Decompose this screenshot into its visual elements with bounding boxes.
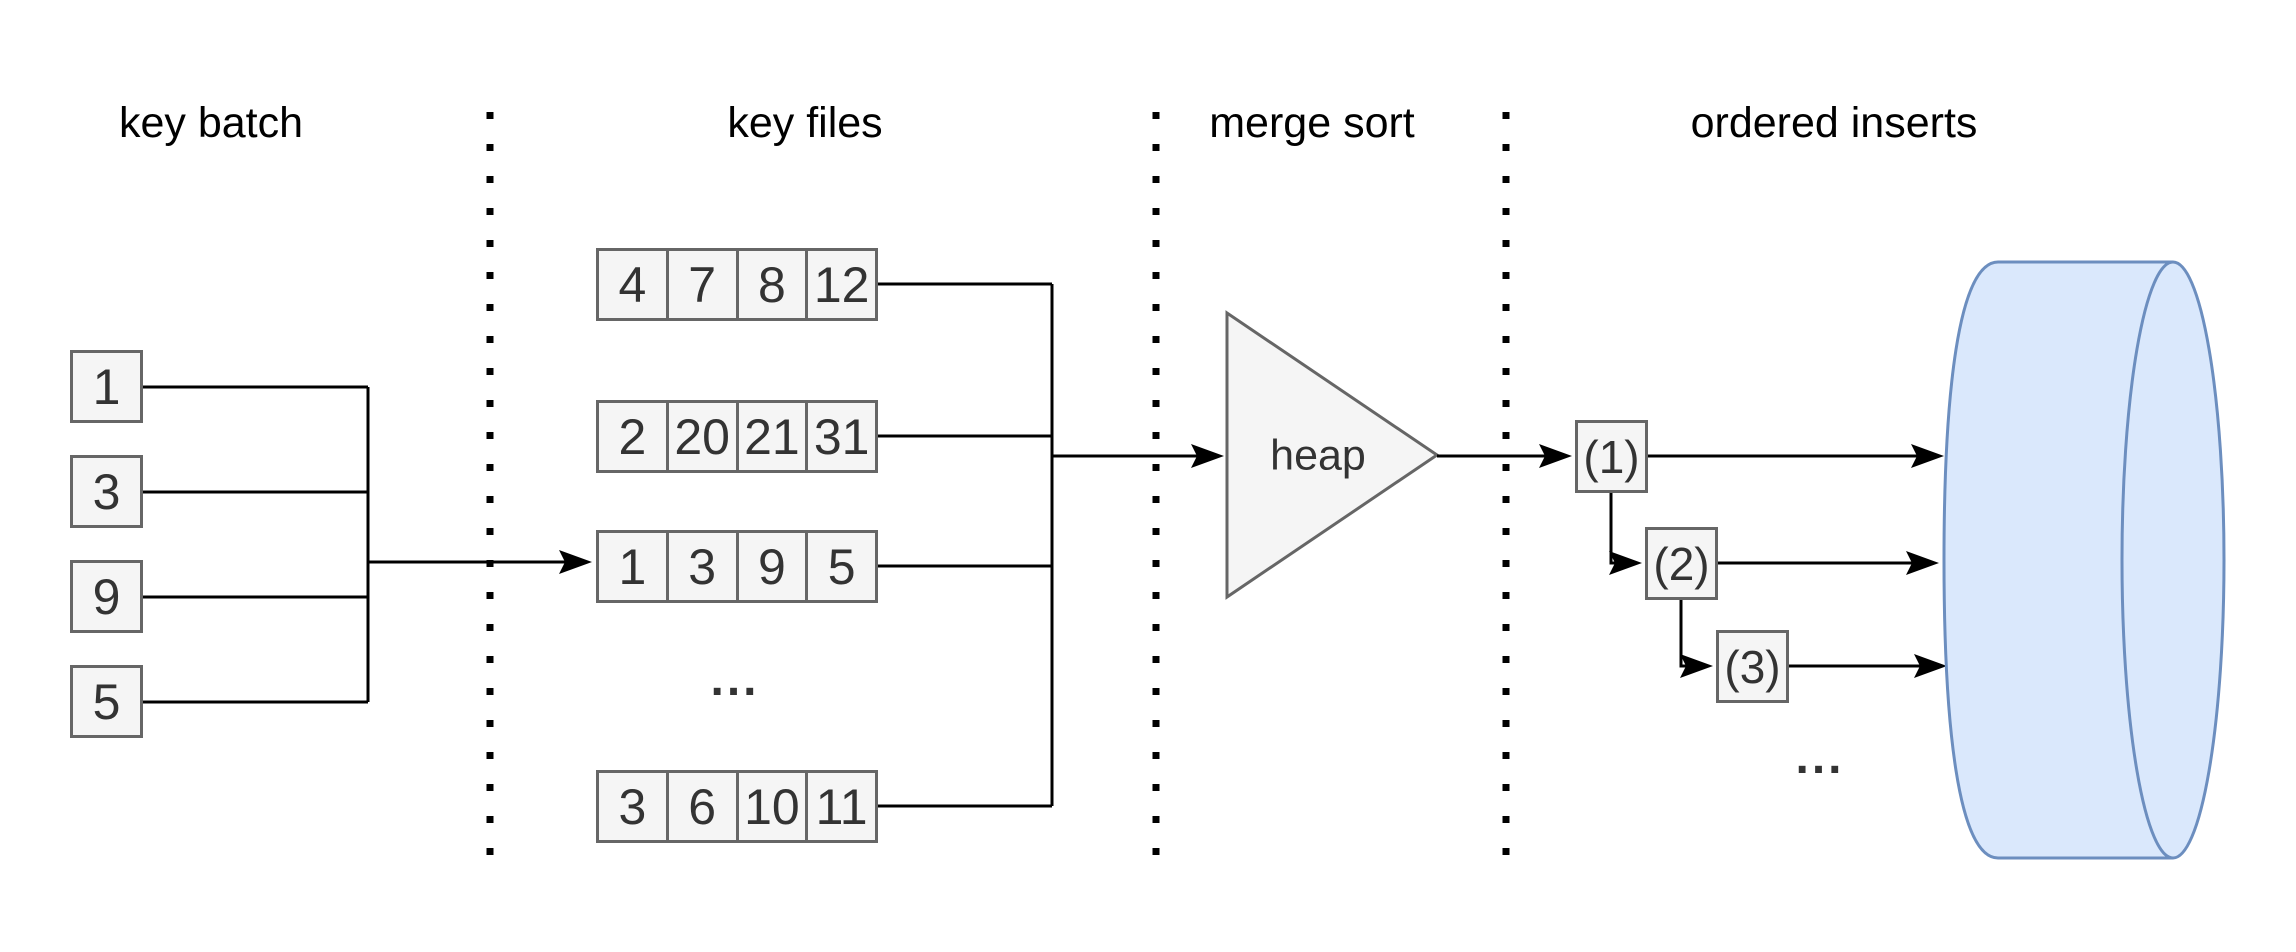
key-batch-box-1: 1: [70, 350, 143, 423]
insert-step-label: (1): [1583, 430, 1640, 483]
key-batch-box-2: 3: [70, 455, 143, 528]
keyfiles-to-heap-arrowhead: [1191, 444, 1224, 468]
ordered-inserts-more-ellipsis: ...: [1795, 731, 1845, 784]
section-title-ordered-inserts: ordered inserts: [1690, 99, 1978, 148]
batch-to-keyfiles-arrowhead: [559, 550, 592, 574]
key-file-cell: 31: [805, 403, 875, 470]
key-file-cell: 3: [665, 533, 736, 600]
key-file-cell: 7: [665, 251, 736, 318]
insert-step-box-3: (3): [1716, 630, 1789, 703]
key-batch-value: 3: [92, 463, 121, 520]
insert2-to-insert3-line: [1679, 600, 1687, 668]
insert2-to-insert3-arrowhead: [1680, 654, 1713, 678]
key-file-cell: 10: [735, 773, 806, 840]
key-file-row-2: 2 20 21 31: [596, 400, 878, 473]
insert1-to-insert2-line: [1609, 493, 1616, 565]
insert1-to-insert2-arrowhead: [1609, 551, 1642, 575]
insert-step-box-1: (1): [1575, 420, 1648, 493]
section-title-merge-sort: merge sort: [1209, 99, 1415, 148]
key-batch-value: 9: [92, 568, 121, 625]
key-file-cell: 3: [618, 778, 647, 835]
insert3-to-db-arrowhead: [1914, 654, 1947, 678]
insert1-to-db-arrowhead: [1911, 444, 1944, 468]
key-batch-value: 1: [92, 358, 121, 415]
key-file-cell: 5: [805, 533, 875, 600]
key-file-cell: 11: [805, 773, 875, 840]
key-file-cell: 4: [618, 256, 647, 313]
insert-step-label: (2): [1653, 537, 1710, 590]
key-file-cell: 12: [805, 251, 875, 318]
key-file-row-4: 3 6 10 11: [596, 770, 878, 843]
insert-step-box-2: (2): [1645, 527, 1718, 600]
key-file-cell: 1: [618, 538, 647, 595]
key-file-row-3: 1 3 9 5: [596, 530, 878, 603]
key-file-cell: 9: [735, 533, 806, 600]
section-title-key-files: key files: [727, 99, 883, 148]
insert-step-label: (3): [1724, 640, 1781, 693]
key-file-cell: 2: [618, 408, 647, 465]
key-file-cell: 8: [735, 251, 806, 318]
key-file-cell: 21: [735, 403, 806, 470]
key-batch-box-4: 5: [70, 665, 143, 738]
database-cylinder-icon: [1942, 260, 2226, 860]
key-batch-box-3: 9: [70, 560, 143, 633]
key-files-more-ellipsis: ...: [710, 653, 760, 706]
insert2-to-db-arrowhead: [1906, 551, 1939, 575]
heap-to-insert1-arrowhead: [1539, 444, 1572, 468]
key-file-cell: 20: [665, 403, 736, 470]
key-file-row-1: 4 7 8 12: [596, 248, 878, 321]
key-batch-value: 5: [92, 673, 121, 730]
heap-node-label: heap: [1270, 431, 1366, 480]
key-file-cell: 6: [665, 773, 736, 840]
section-title-key-batch: key batch: [118, 99, 304, 148]
